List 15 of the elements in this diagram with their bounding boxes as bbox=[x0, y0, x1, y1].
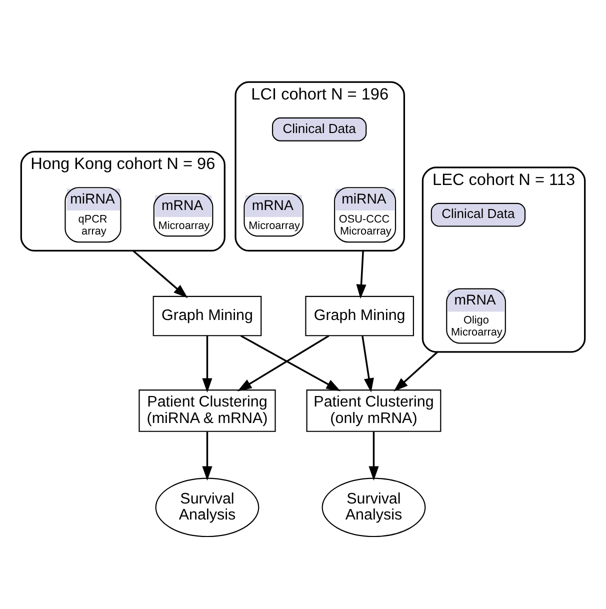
node-box: Clinical Data bbox=[430, 202, 526, 226]
node-box: Graph Mining bbox=[305, 295, 414, 336]
node-ellipse: Survival Analysis bbox=[322, 477, 426, 537]
node-ellipse: Survival Analysis bbox=[155, 477, 260, 537]
node-box: Clinical Data bbox=[272, 116, 367, 141]
node-box: Graph Mining bbox=[152, 295, 262, 336]
arrow bbox=[368, 431, 379, 480]
arrow bbox=[394, 350, 438, 392]
arrow bbox=[132, 250, 188, 298]
arrow bbox=[362, 335, 374, 392]
arrow bbox=[356, 250, 366, 298]
arrow bbox=[202, 335, 212, 392]
node-box: Patient Clustering (only mRNA) bbox=[306, 388, 442, 432]
node-box: Patient Clustering (miRNA & mRNA) bbox=[138, 388, 276, 432]
arrow bbox=[202, 431, 212, 480]
